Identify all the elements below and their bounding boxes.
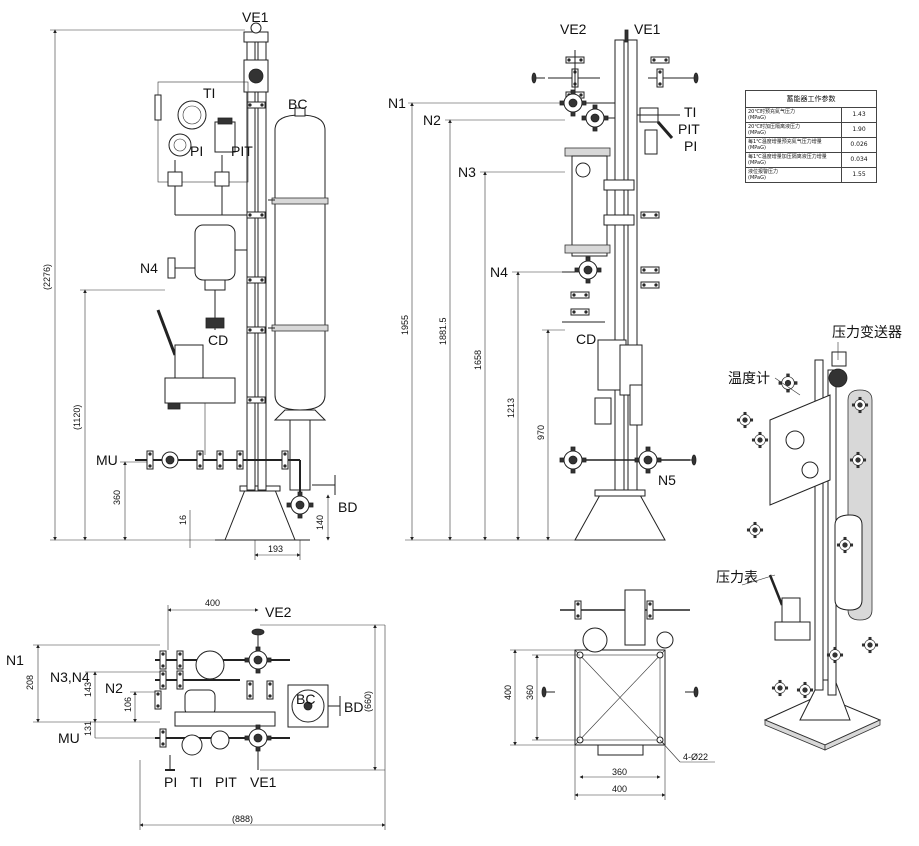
param-value: 1.55 [841,167,877,183]
param-name: 液位报警压力(MPaG) [745,167,842,183]
label-ti: TI [203,85,215,101]
label-n2-side: N2 [423,112,441,128]
label-pi: PI [190,143,203,159]
dim-base-h360: 360 [525,685,535,700]
label-ti-side: TI [684,104,696,120]
dim-1213: 1213 [506,398,516,418]
top-view: 400 (888) (660) 208 143 106 131 [6,598,386,830]
side-view: 1955 1881.5 1658 1213 970 [388,21,700,541]
dim-mu-height: 360 [112,490,122,505]
table-title: 蓄能器工作参数 [745,90,877,108]
label-n1-side: N1 [388,95,406,111]
label-ti-top: TI [190,774,202,790]
dim-base-holes: 4-Ø22 [683,752,708,762]
dim-total-height: (2276) [42,264,52,290]
label-ve1: VE1 [242,9,269,25]
dim-top-143: 143 [83,682,93,697]
label-cd: CD [208,332,228,348]
dim-top-400: 400 [205,598,220,608]
label-bc: BC [288,96,307,112]
label-n1-top: N1 [6,652,24,668]
param-name: 每1℃温度增量加压隔离液压力增量(MPaG) [745,152,842,168]
dim-1881: 1881.5 [438,317,448,345]
label-cd-side: CD [576,331,596,347]
label-n3-side: N3 [458,164,476,180]
label-bd-top: BD [344,699,363,715]
label-mu: MU [96,452,118,468]
front-view: (2276) (1120) 360 16 140 193 [42,9,357,560]
label-pi-side: PI [684,138,697,154]
param-name: 20℃时加压隔离液压力(MPaG) [745,122,842,138]
label-bd: BD [338,499,357,515]
label-n34-top: N3,N4 [50,669,90,685]
table-row: 20℃时预充氮气压力(MPaG) 1.43 [745,107,877,123]
dim-base-h400: 400 [503,685,513,700]
label-thermometer: 温度计 [728,371,770,387]
parameter-table: 蓄能器工作参数 20℃时预充氮气压力(MPaG) 1.43 20℃时加压隔离液压… [745,90,877,183]
dim-top-660: (660) [363,691,373,712]
label-n4-side: N4 [490,264,508,280]
iso-view: 压力变送器 温度计 压力表 [716,325,902,751]
label-n5-side: N5 [658,472,676,488]
label-mu-top: MU [58,730,80,746]
label-bc-top: BC [296,691,315,707]
label-n2-top: N2 [105,680,123,696]
param-value: 1.90 [841,122,877,138]
dim-bd-height: 140 [315,515,325,530]
table-row: 每1℃温度增量预充氮气压力增量(MPaG) 0.026 [745,137,877,153]
base-view: 400 360 360 400 4-Ø22 [503,589,715,800]
dim-1955: 1955 [400,315,410,335]
label-pit-side: PIT [678,121,700,137]
dim-base-w360: 360 [612,767,627,777]
label-ve1-side: VE1 [634,21,661,37]
dim-970: 970 [536,425,546,440]
dim-top-888: (888) [232,814,253,824]
label-ve2-top: VE2 [265,604,292,620]
table-row: 20℃时加压隔离液压力(MPaG) 1.90 [745,122,877,138]
label-pit-top: PIT [215,774,237,790]
dim-small: 16 [178,515,188,525]
dim-mid-height: (1120) [72,405,82,430]
param-value: 1.43 [841,107,877,123]
dim-top-131: 131 [83,721,93,736]
param-value: 0.034 [841,152,877,168]
dim-1658: 1658 [473,350,483,370]
table-row: 液位报警压力(MPaG) 1.55 [745,167,877,183]
dim-top-106: 106 [123,697,133,712]
param-name: 20℃时预充氮气压力(MPaG) [745,107,842,123]
label-pi-top: PI [164,774,177,790]
label-pit: PIT [231,143,253,159]
table-row: 每1℃温度增量加压隔离液压力增量(MPaG) 0.034 [745,152,877,168]
dim-base-w400: 400 [612,784,627,794]
label-pressure-gauge: 压力表 [716,570,758,586]
label-pressure-transmitter: 压力变送器 [832,325,902,341]
label-ve1-top: VE1 [250,774,277,790]
dim-width: 193 [268,544,283,554]
label-ve2-side: VE2 [560,21,587,37]
param-value: 0.026 [841,137,877,153]
param-name: 每1℃温度增量预充氮气压力增量(MPaG) [745,137,842,153]
dim-top-208: 208 [25,675,35,690]
label-n4: N4 [140,260,158,276]
